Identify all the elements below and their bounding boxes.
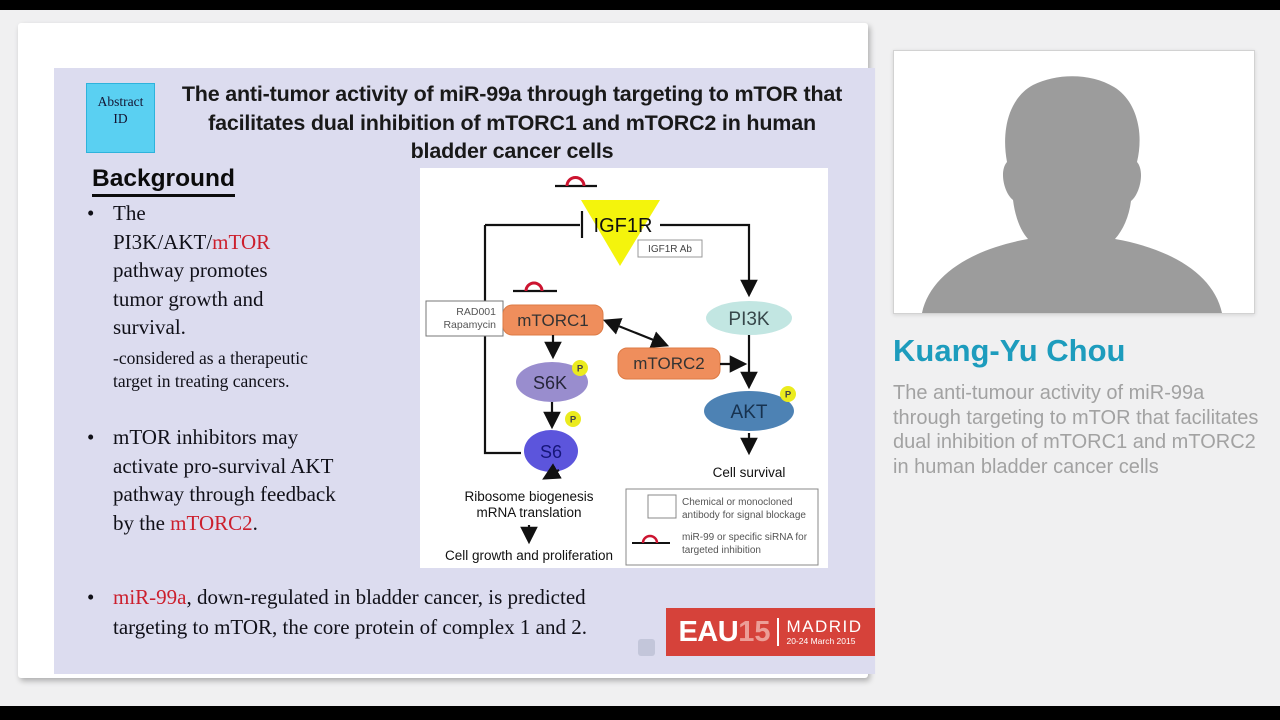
bullet-2-highlight: mTORC2 [170,510,253,535]
phospho-label: P [577,364,584,375]
bullet-1-part2: pathway promotes tumor growth and surviv… [113,258,268,339]
slide-card: Abstract ID The anti-tumor activity of m… [18,23,875,678]
legend-item1-line1: Chemical or monocloned [682,497,793,508]
bullet-item-1: • The PI3K/AKT/mTOR pathway promotes tum… [78,199,308,394]
bullet-dot: • [87,425,95,449]
phospho-badge [572,360,588,376]
person-silhouette-icon [922,76,1222,313]
rapamycin-label: Rapamycin [443,319,496,331]
pathway-diagram: IGF1R IGF1R Ab RAD001 Rapamycin mTORC1 [425,176,819,566]
ribosome-label-line1: Ribosome biogenesis [464,489,593,504]
legend-item2-line2: targeted inhibition [682,545,761,556]
pathway-diagram-panel: IGF1R IGF1R Ab RAD001 Rapamycin mTORC1 [420,168,828,568]
slide-title-line1: The anti-tumor activity of miR-99a throu… [181,82,843,106]
rad001-label: RAD001 [456,306,496,318]
s6k-node [516,362,588,402]
phospho-label: P [570,415,577,426]
speaker-name: Kuang-Yu Chou [893,333,1126,368]
page-background: Abstract ID The anti-tumor activity of m… [0,10,1280,706]
letterbox-bottom-bar [0,706,1280,720]
s6-node [524,430,578,472]
abstract-id-line1: Abstract [97,94,144,109]
background-heading: Background [92,165,235,197]
speaker-talk-description: The anti-tumour activity of miR-99a thro… [893,382,1259,478]
s6k-label: S6K [533,373,567,393]
feedback-line [483,225,521,455]
logo-divider [777,618,780,646]
igf1r-triangle-node [581,200,660,266]
bullet-dot: • [87,585,95,609]
cell-growth-label: Cell growth and proliferation [445,548,613,563]
slide-title-line3: bladder cancer cells [410,139,614,164]
ribosome-label-line2: mRNA translation [476,505,581,520]
mtorc2-label: mTORC2 [633,354,704,373]
bullet-1-part1: The PI3K/AKT/ [113,201,213,254]
legend-antibody-swatch [647,494,677,519]
bullet-1-subnote: -considered as a therapeutic target in t… [113,347,308,392]
eau15-madrid-logo: EAU 15 MADRID 20-24 March 2015 [666,608,875,656]
bullet-item-2: • mTOR inhibitors may activate pro-survi… [78,423,345,537]
logo-dates-text: 20-24 March 2015 [786,636,856,647]
speaker-photo-placeholder [893,50,1255,314]
slide-title-line2: facilitates dual inhibition of mTORC1 an… [208,110,816,135]
mtorc1-label: mTORC1 [517,311,588,330]
akt-label: AKT [731,402,768,423]
s6-label: S6 [540,442,562,462]
igf1r-label: IGF1R [594,215,653,237]
mtorc1-mtorc2-double-arrow [602,318,670,348]
abstract-id-box: Abstract ID [86,83,155,153]
igf1r-to-pi3k-line [660,223,758,298]
logo-eau-text: EAU [678,615,739,648]
logo-city-text: MADRID [786,617,863,637]
pi3k-node [706,301,792,335]
phospho-label: P [785,390,792,401]
letterbox-top-bar [0,0,1280,10]
presentation-slide: Abstract ID The anti-tumor activity of m… [54,68,875,674]
igf1r-ab-box [637,239,703,258]
igf1r-ab-label: IGF1R Ab [648,244,692,255]
bullet-3-part2: , down-regulated in bladder cancer, is p… [113,585,587,639]
bullet-text: mTOR inhibitors may activate pro-surviva… [113,423,345,537]
abstract-id-line2: ID [113,111,128,126]
bullet-dot: • [87,201,95,225]
legend-mirna-hairpin-icon [641,534,659,544]
mirna-hairpin-icon [524,281,544,292]
s6-to-ribosome-arrow [542,463,562,480]
phospho-badge [780,386,796,402]
cell-survival-label: Cell survival [713,465,786,480]
legend-item2-line1: miR-99 or specific siRNA for [682,532,808,543]
akt-node [704,391,794,431]
bullet-2-part1: mTOR inhibitors may activate pro-surviva… [113,425,336,535]
bullet-item-3: • miR-99a, down-regulated in bladder can… [78,583,599,642]
slide-title: The anti-tumor activity of miR-99a throu… [150,80,874,166]
bullet-3-highlight: miR-99a [113,585,187,609]
mirna-hairpin-icon [565,176,586,187]
bullet-1-highlight: mTOR [212,229,271,254]
logo-city-block: MADRID 20-24 March 2015 [786,618,862,646]
player-artifact-icon [638,639,655,656]
logo-year-text: 15 [738,615,771,648]
phospho-badge [565,411,581,427]
legend-item1-line2: antibody for signal blockage [682,510,806,521]
bullet-text: miR-99a, down-regulated in bladder cance… [113,583,599,642]
rad001-box [425,300,504,337]
bullet-text: The PI3K/AKT/mTOR pathway promotes tumor… [113,199,308,394]
pi3k-label: PI3K [728,309,770,330]
bullet-2-part2: . [252,510,258,535]
